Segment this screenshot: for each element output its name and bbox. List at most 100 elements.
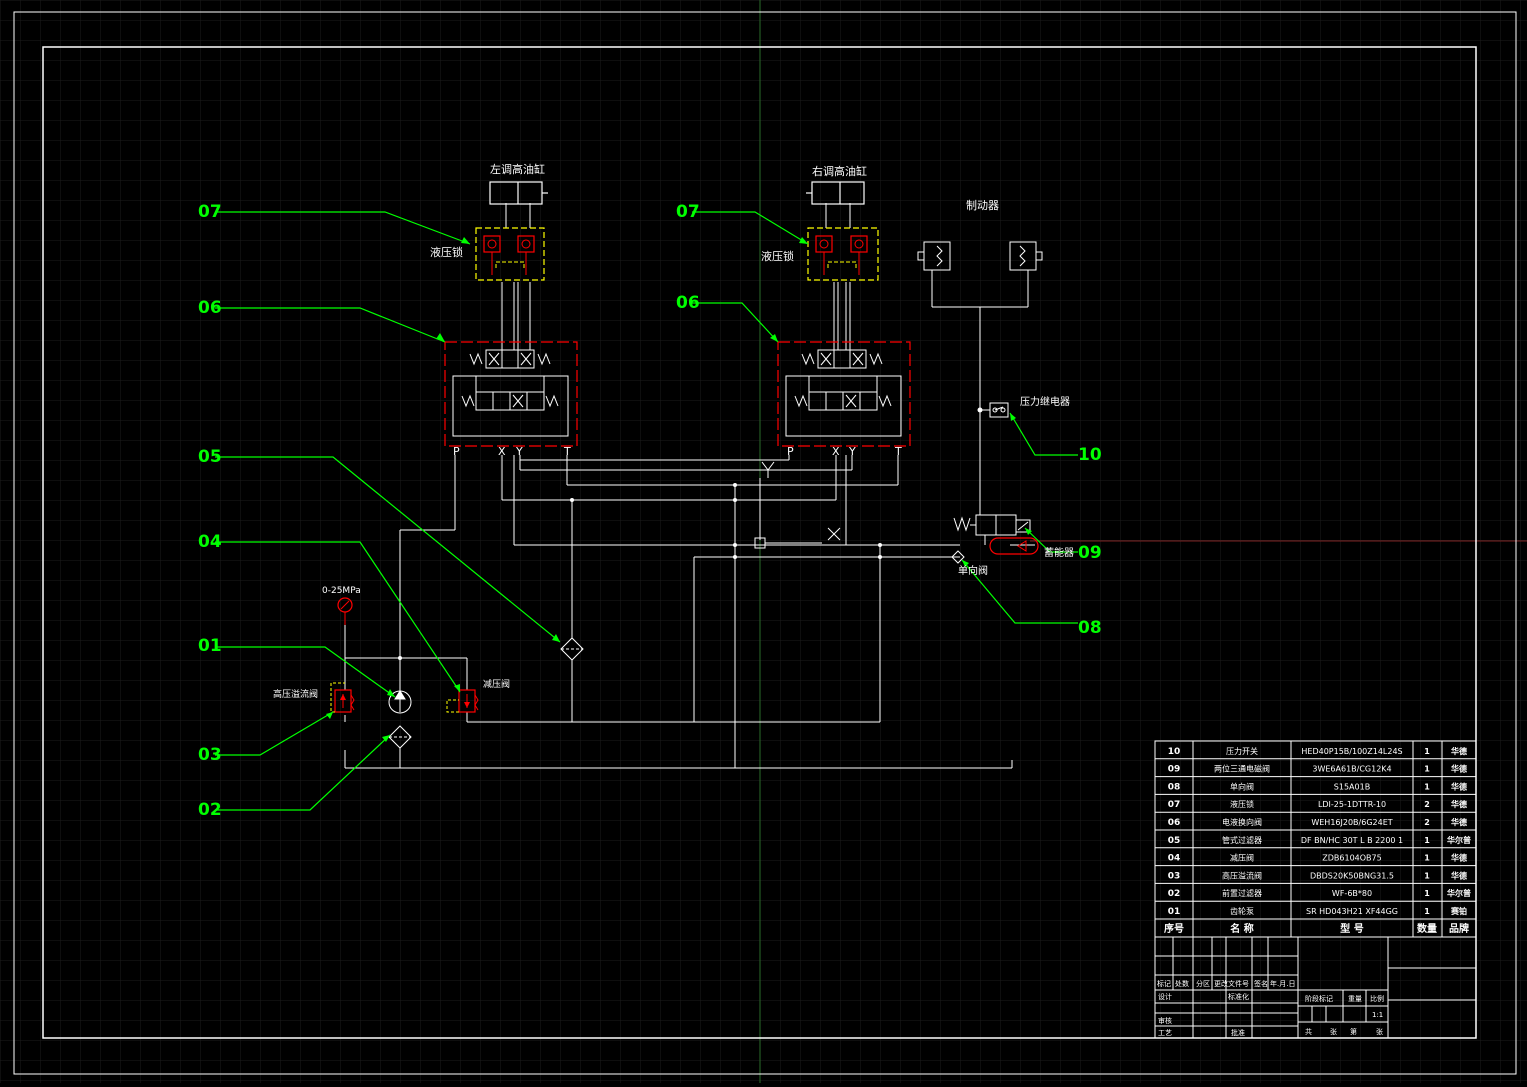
bom-cell-remark: 华尔普 <box>1447 835 1471 845</box>
left-hydraulic-lock-symbol <box>475 227 545 281</box>
port-x-right: X <box>832 445 840 458</box>
bom-cell-model: HED40P15B/100Z14L24S <box>1301 747 1402 756</box>
bom-cell-name: 液压锁 <box>1230 799 1254 809</box>
bom-cell-remark: 华尔普 <box>1447 888 1471 898</box>
tb-fenqu: 分区 <box>1196 979 1210 988</box>
tb-biaoji: 标记 <box>1157 979 1171 988</box>
port-p-left: P <box>453 445 460 458</box>
bom-cell-remark: 赛铂 <box>1450 906 1467 916</box>
bom-cell-model: 3WE6A61B/CG12K4 <box>1312 765 1391 774</box>
bom-cell-remark: 华德 <box>1451 799 1467 809</box>
callout-09: 09 <box>1078 543 1102 563</box>
leader-arrows <box>326 237 1032 742</box>
tb-di: 第 <box>1350 1027 1357 1036</box>
bom-cell-qty: 1 <box>1424 782 1430 791</box>
bom-cell-name: 前置过滤器 <box>1222 888 1262 898</box>
label-accumulator: 蓄能器 <box>1044 546 1074 559</box>
accumulator-symbol <box>989 537 1039 555</box>
port-y-left: Y <box>515 445 523 458</box>
label-lock-right: 液压锁 <box>761 249 794 263</box>
tb-gong: 共 <box>1305 1027 1312 1036</box>
bom-cell-name: 管式过滤器 <box>1222 835 1262 845</box>
hydraulic-lines <box>344 203 1035 769</box>
callout-06-left: 06 <box>198 298 222 318</box>
bom-cell-seq: 04 <box>1168 854 1181 864</box>
bom-cell-qty: 2 <box>1424 818 1430 827</box>
bom-cell-seq: 05 <box>1168 836 1181 846</box>
bom-header-seq: 序号 <box>1164 922 1184 935</box>
bom-header-remark: 品牌 <box>1449 922 1469 935</box>
bom-cell-remark: 华德 <box>1451 853 1467 863</box>
bom-cell-seq: 02 <box>1168 889 1181 899</box>
label-reducing-valve: 减压阀 <box>483 678 510 690</box>
label-relief-valve: 高压溢流阀 <box>273 688 318 700</box>
right-directional-valve-symbol <box>777 341 911 447</box>
bom-cell-remark: 华德 <box>1451 781 1467 791</box>
bom-cell-model: LDI-25-1DTTR-10 <box>1318 800 1386 809</box>
tb-zhang1: 张 <box>1330 1027 1337 1036</box>
bom-cell-model: WF-6B*80 <box>1332 889 1372 898</box>
right-cylinder-symbol <box>806 181 865 205</box>
port-y-right: Y <box>848 445 856 458</box>
callout-07-left: 07 <box>198 202 222 222</box>
bom-cell-qty: 1 <box>1424 907 1430 916</box>
bom-cell-qty: 1 <box>1424 889 1430 898</box>
callout-02: 02 <box>198 800 222 820</box>
port-labels: P X Y T P X Y T <box>453 445 902 458</box>
callout-04: 04 <box>198 532 222 552</box>
tb-scale: 1:1 <box>1372 1011 1383 1019</box>
callout-numbers: 07 06 05 04 01 03 02 07 06 10 09 08 <box>198 202 1102 820</box>
port-p-right: P <box>787 445 794 458</box>
leader-lines <box>215 211 1078 811</box>
bom-cell-model: DF BN/HC 30T L B 2200 1 <box>1301 836 1403 845</box>
bom-cell-model: WEH16J20B/6G24ET <box>1311 818 1392 827</box>
bom-cell-model: ZDB6104OB75 <box>1322 854 1381 863</box>
bom-cell-remark: 华德 <box>1451 764 1467 774</box>
bom-cell-seq: 01 <box>1168 907 1181 917</box>
check-valve-symbol <box>951 550 965 564</box>
tb-gengai: 更改文件号 <box>1214 979 1249 988</box>
bom-cell-seq: 07 <box>1168 800 1181 810</box>
callout-07-right: 07 <box>676 202 700 222</box>
bom-cell-name: 两位三通电磁阀 <box>1214 764 1270 774</box>
tb-zhongliang: 重量 <box>1348 995 1362 1003</box>
bom-cell-remark: 华德 <box>1451 870 1467 880</box>
label-lock-left: 液压锁 <box>430 245 463 259</box>
port-t-right: T <box>894 445 902 458</box>
pressure-gauge-symbol <box>337 597 353 625</box>
tb-bili: 比例 <box>1370 994 1384 1003</box>
bom-cell-name: 齿轮泵 <box>1230 906 1254 916</box>
bom-cell-seq: 09 <box>1168 765 1181 775</box>
tb-chushu: 处数 <box>1175 979 1189 988</box>
tb-jieduan: 阶段标记 <box>1305 994 1333 1003</box>
label-left-cylinder: 左调高油缸 <box>490 162 545 176</box>
bom-cell-qty: 1 <box>1424 871 1430 880</box>
bom-cell-qty: 1 <box>1424 765 1430 774</box>
bom-header-qty: 数量 <box>1417 922 1437 935</box>
callout-01: 01 <box>198 636 222 656</box>
bom-cell-model: DBDS20K50BNG31.5 <box>1310 871 1394 880</box>
gear-pump-symbol <box>388 690 412 714</box>
pipe-filter-symbol <box>560 637 584 661</box>
title-block: 标记 处数 分区 更改文件号 签名 年.月.日 设计 标准化 阶段标记 重量 比… <box>1154 936 1477 1039</box>
bom-header-name: 名 称 <box>1230 922 1253 935</box>
port-t-left: T <box>563 445 571 458</box>
bom-cell-seq: 03 <box>1168 871 1181 881</box>
tb-gongyi: 工艺 <box>1158 1029 1172 1037</box>
bom-cell-model: S15A01B <box>1334 782 1370 791</box>
bom-cell-name: 电液换向阀 <box>1222 817 1262 827</box>
bom-cell-seq: 06 <box>1168 818 1181 828</box>
label-right-cylinder: 右调高油缸 <box>812 164 867 178</box>
left-cylinder-symbol <box>489 181 548 205</box>
label-gauge: 0-25MPa <box>322 586 361 596</box>
bom-cell-qty: 2 <box>1424 800 1430 809</box>
bom-cell-name: 压力开关 <box>1226 746 1258 756</box>
tb-shenhe: 审核 <box>1158 1016 1172 1025</box>
callout-06-right: 06 <box>676 293 700 313</box>
bom-cell-name: 高压溢流阀 <box>1222 870 1262 880</box>
bom-cell-name: 减压阀 <box>1230 853 1254 863</box>
